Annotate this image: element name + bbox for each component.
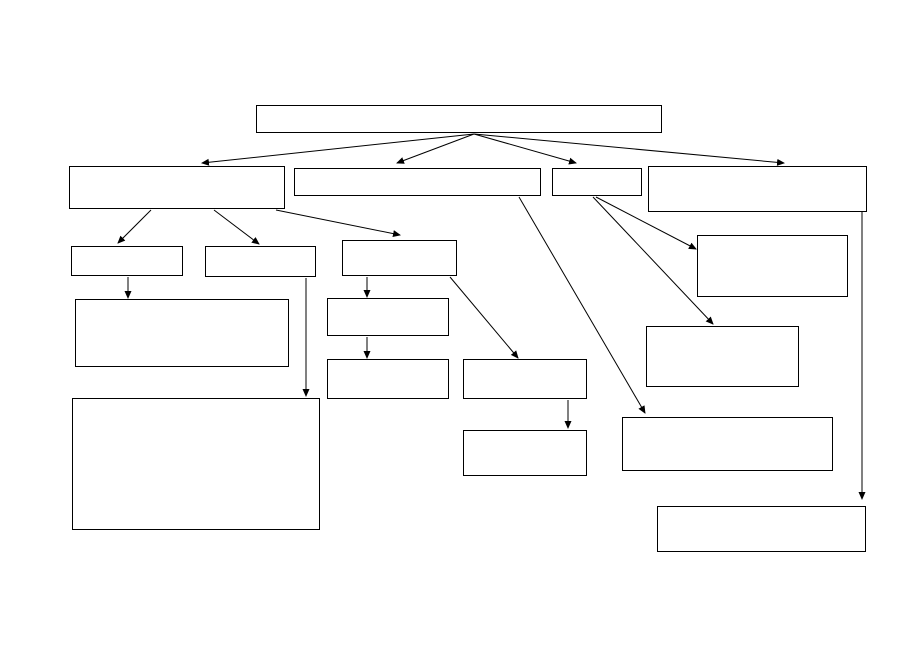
node-box-a-3-1-1	[327, 359, 449, 399]
node-box-a-1-1	[75, 299, 289, 367]
node-box-c-2	[646, 326, 799, 387]
node-box-a-2-1	[72, 398, 320, 530]
connector-arrow-root-to-l1-c	[473, 133, 577, 165]
node-box-a-3-2	[463, 359, 587, 399]
connector-arrow-l1-c-to-c-2	[592, 196, 714, 325]
connector-arrow-l1-c-to-c-1	[595, 196, 697, 250]
node-box-l1-c	[552, 168, 642, 196]
node-box-d-1	[657, 506, 866, 552]
connector-arrow-root-to-l1-a	[201, 133, 475, 166]
connector-arrow-l1-a-to-a-2	[213, 209, 260, 245]
node-box-b-1	[622, 417, 833, 471]
connector-arrow-l1-b-to-b-1	[518, 196, 646, 414]
node-box-l1-a	[69, 166, 285, 209]
node-box-a-1	[71, 246, 183, 276]
node-box-root	[256, 105, 662, 133]
node-box-a-3-1	[327, 298, 449, 336]
connector-arrow-l1-a-to-a-3	[275, 209, 401, 238]
connector-arrow-root-to-l1-d	[473, 133, 785, 166]
connector-arrow-root-to-l1-b	[396, 133, 475, 164]
node-box-l1-b	[294, 168, 541, 196]
node-box-a-3	[342, 240, 457, 276]
node-box-a-3-2-1	[463, 430, 587, 476]
connector-arrow-l1-a-to-a-1	[117, 209, 152, 244]
connector-arrow-a-3-to-a-3-2	[449, 276, 519, 359]
node-box-c-1	[697, 235, 848, 297]
node-box-l1-d	[648, 166, 867, 212]
node-box-a-2	[205, 246, 316, 277]
